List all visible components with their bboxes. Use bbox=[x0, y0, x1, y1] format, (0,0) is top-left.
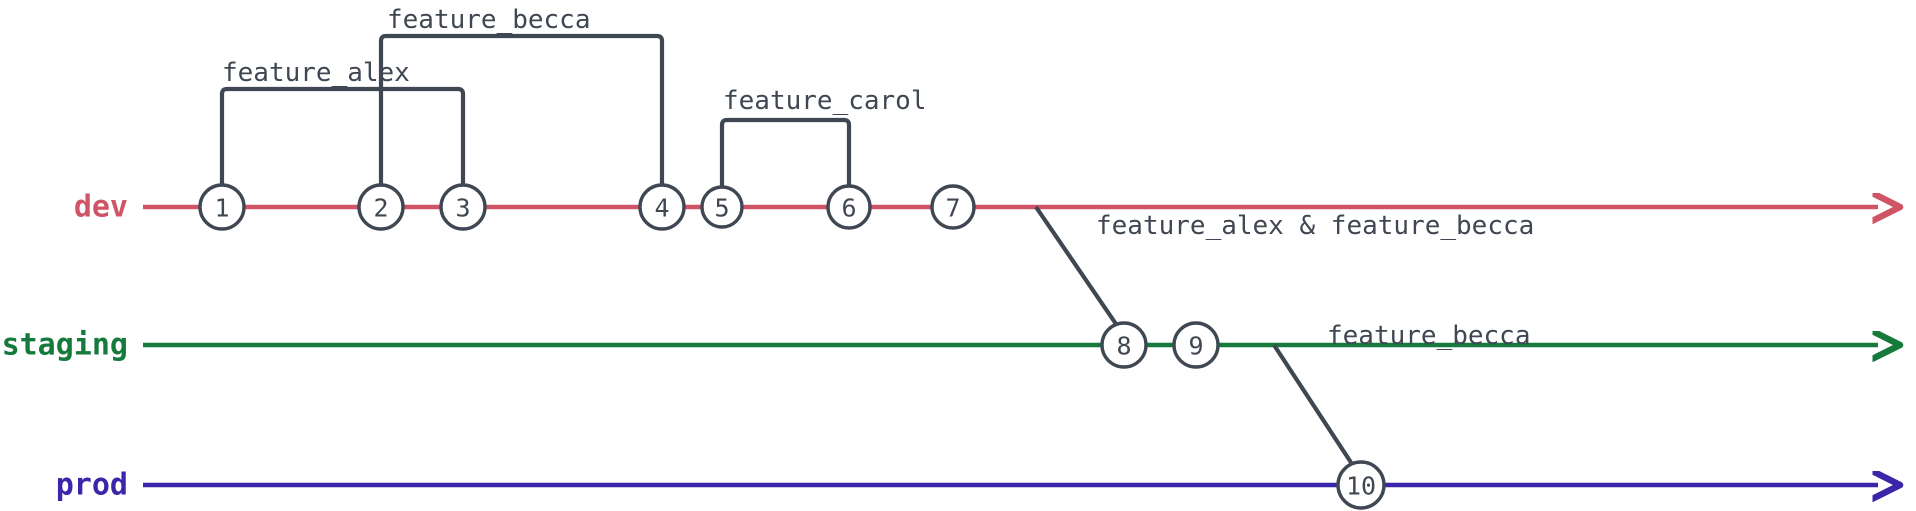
feature-bracket-feature_alex: feature_alex bbox=[219, 58, 466, 185]
commit-circle-2[interactable] bbox=[357, 183, 405, 231]
branch-label-dev: dev bbox=[74, 190, 128, 225]
commit-label-9: 9 bbox=[1188, 332, 1203, 361]
commit-label-1: 1 bbox=[214, 194, 229, 223]
commit-node-4[interactable]: 4 bbox=[638, 183, 686, 231]
commit-circle-7[interactable] bbox=[930, 184, 976, 230]
branch-lines-layer bbox=[143, 207, 1878, 485]
commit-label-5: 5 bbox=[714, 194, 729, 223]
commit-label-4: 4 bbox=[654, 194, 669, 223]
commit-circle-4[interactable] bbox=[638, 183, 686, 231]
commit-node-10[interactable]: 10 bbox=[1336, 460, 1386, 510]
commit-label-2: 2 bbox=[373, 194, 388, 223]
branch-labels-layer: dev staging prod bbox=[2, 190, 128, 503]
feature-label-feature_carol: feature_carol bbox=[723, 86, 927, 116]
merge-label-0: feature_alex & feature_becca bbox=[1096, 211, 1534, 241]
merge-path-0 bbox=[1034, 205, 1118, 326]
commit-node-9[interactable]: 9 bbox=[1172, 321, 1220, 369]
merge-path-1 bbox=[1272, 343, 1354, 466]
commit-circle-8[interactable] bbox=[1100, 321, 1148, 369]
commit-node-6[interactable]: 6 bbox=[826, 184, 872, 230]
feature-bracket-feature_carol: feature_carol bbox=[719, 86, 927, 187]
commit-node-2[interactable]: 2 bbox=[357, 183, 405, 231]
bracket-path-feature_becca bbox=[378, 33, 665, 185]
commit-circle-9[interactable] bbox=[1172, 321, 1220, 369]
feature-label-feature_becca: feature_becca bbox=[387, 5, 591, 35]
commit-circle-5[interactable] bbox=[700, 185, 744, 229]
commit-node-5[interactable]: 5 bbox=[700, 185, 744, 229]
merge-label-1: feature_becca bbox=[1327, 321, 1531, 351]
feature-label-feature_alex: feature_alex bbox=[222, 58, 410, 88]
commit-circle-10[interactable] bbox=[1336, 460, 1386, 510]
commit-nodes-layer: 1 2 3 4 5 6 7 8 9 10 bbox=[198, 183, 1386, 510]
commit-label-10: 10 bbox=[1346, 472, 1376, 501]
commit-node-3[interactable]: 3 bbox=[439, 183, 487, 231]
feature-bracket-feature_becca: feature_becca bbox=[378, 5, 665, 185]
commit-label-6: 6 bbox=[841, 194, 856, 223]
commit-circle-1[interactable] bbox=[198, 183, 246, 231]
branch-label-staging: staging bbox=[2, 328, 128, 363]
commit-node-7[interactable]: 7 bbox=[930, 184, 976, 230]
feature-brackets-layer: feature_alex feature_becca feature_carol bbox=[219, 5, 927, 187]
bracket-path-feature_alex bbox=[219, 86, 466, 185]
merge-staging-to-prod: feature_becca bbox=[1272, 321, 1531, 466]
merge-dev-to-staging: feature_alex & feature_becca bbox=[1034, 205, 1534, 326]
merge-lines-layer: feature_alex & feature_becca feature_becc… bbox=[1034, 205, 1534, 466]
commit-node-8[interactable]: 8 bbox=[1100, 321, 1148, 369]
commit-label-7: 7 bbox=[945, 194, 960, 223]
bracket-path-feature_carol bbox=[719, 117, 852, 187]
commit-circle-3[interactable] bbox=[439, 183, 487, 231]
commit-label-3: 3 bbox=[455, 194, 470, 223]
branch-label-prod: prod bbox=[56, 468, 128, 503]
commit-label-8: 8 bbox=[1116, 332, 1131, 361]
commit-circle-6[interactable] bbox=[826, 184, 872, 230]
commit-node-1[interactable]: 1 bbox=[198, 183, 246, 231]
